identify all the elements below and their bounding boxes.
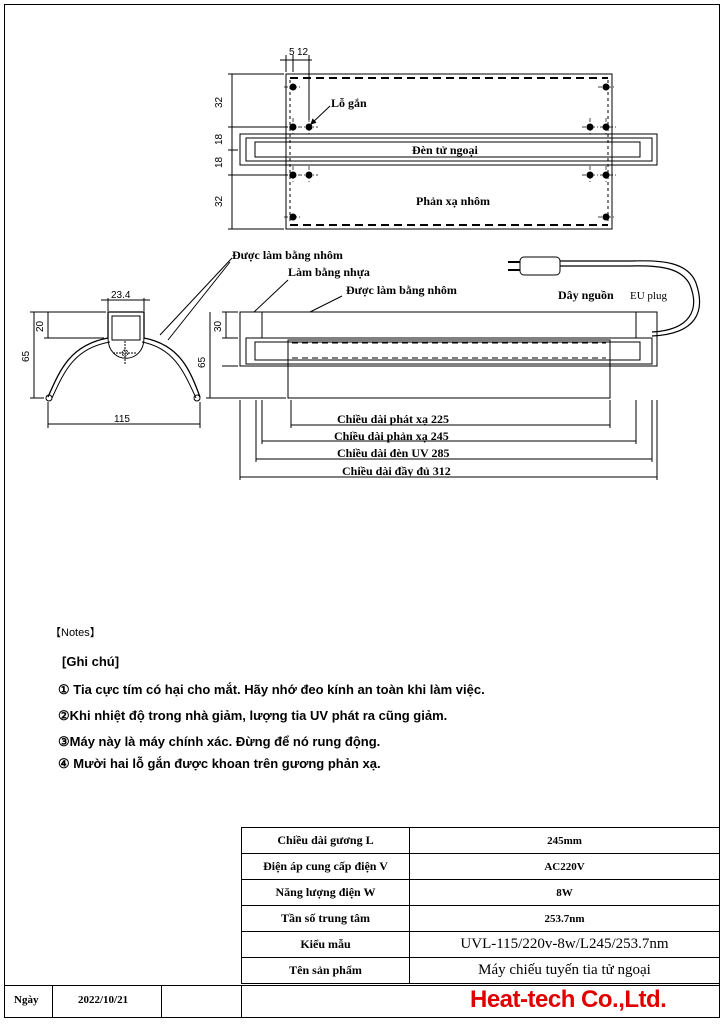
spec-table: Chiều dài gương L 245mm Điện áp cung cấp… <box>241 827 720 984</box>
note-item-1: ① Tia cực tím có hại cho mắt. Hãy nhớ đe… <box>58 682 485 697</box>
spec-value: 245mm <box>409 827 720 854</box>
label-plastic: Làm bằng nhựa <box>288 265 370 279</box>
len-total: Chiều dài đầy đủ 312 <box>342 464 451 478</box>
end-view <box>30 257 233 428</box>
spec-value: 8W <box>409 879 720 906</box>
side-view <box>206 256 701 480</box>
spec-label: Chiều dài gương L <box>241 827 410 854</box>
footer-divider <box>241 985 242 1018</box>
spec-value: Máy chiếu tuyến tia tử ngoại <box>409 957 720 984</box>
footer-divider <box>52 985 53 1018</box>
label-uv-lamp: Đèn tử ngoại <box>412 143 479 157</box>
dim-20: 20 <box>35 320 46 332</box>
spec-label: Kiểu mẫu <box>241 931 410 958</box>
spec-value: UVL-115/220v-8w/L245/253.7nm <box>409 931 720 958</box>
technical-drawing: 5 12 32 18 18 32 Lỗ gắn Đèn tử ngoại Phả… <box>21 47 701 480</box>
spec-row: Điện áp cung cấp điện V AC220V <box>241 853 720 880</box>
spec-row: Năng lượng điện W 8W <box>241 879 720 906</box>
len-emit: Chiều dài phát xạ 225 <box>337 412 449 426</box>
spec-row: Tần số trung tâm 253.7nm <box>241 905 720 932</box>
footer-divider <box>161 985 162 1018</box>
dim-23-4: 23.4 <box>111 290 131 301</box>
spec-label: Điện áp cung cấp điện V <box>241 853 410 880</box>
note-item-3: ③Máy này là máy chính xác. Đừng để nó ru… <box>58 734 381 749</box>
drawing-frame <box>4 4 720 1018</box>
label-power-cord: Dây nguồn <box>558 288 614 302</box>
dim-18a: 18 <box>214 133 225 145</box>
label-aluminium-1: Được làm bằng nhôm <box>232 248 343 262</box>
len-reflector: Chiều dài phản xạ 245 <box>334 429 449 443</box>
spec-row: Kiểu mẫu UVL-115/220v-8w/L245/253.7nm <box>241 931 720 958</box>
label-reflector: Phản xạ nhôm <box>416 194 490 208</box>
dim-5: 5 <box>289 47 295 58</box>
label-mount-hole: Lỗ gắn <box>331 96 367 110</box>
note-item-4: ④ Mười hai lỗ gắn được khoan trên gương … <box>58 756 381 771</box>
dim-30: 30 <box>213 320 224 332</box>
notes-title: [Ghi chú] <box>62 654 120 669</box>
note-item-2: ②Khi nhiệt độ trong nhà giảm, lượng tia … <box>58 708 448 723</box>
company-name: Heat-tech Co.,Ltd. <box>470 986 667 1013</box>
footer-divider <box>4 985 720 986</box>
spec-label: Năng lượng điện W <box>241 879 410 906</box>
dim-18b: 18 <box>214 156 225 168</box>
dim-65-left: 65 <box>21 350 32 362</box>
spec-value: AC220V <box>409 853 720 880</box>
lamp-body <box>239 133 658 166</box>
dim-115: 115 <box>114 414 130 425</box>
spec-value: 253.7nm <box>409 905 720 932</box>
dim-12: 12 <box>297 47 309 58</box>
date-label: Ngày <box>14 994 39 1006</box>
date-value: 2022/10/21 <box>78 994 129 1006</box>
len-lamp: Chiều dài đèn UV 285 <box>337 446 449 460</box>
spec-label: Tên sản phẩm <box>241 957 410 984</box>
spec-label: Tần số trung tâm <box>241 905 410 932</box>
dim-32a: 32 <box>214 96 225 108</box>
notes-header: 【Notes】 <box>50 627 101 639</box>
spec-row: Chiều dài gương L 245mm <box>241 827 720 854</box>
dim-65-right: 65 <box>197 356 208 368</box>
label-aluminium-2: Được làm bằng nhôm <box>346 283 457 297</box>
label-eu-plug: EU plug <box>630 290 667 302</box>
top-view <box>228 55 658 230</box>
dim-32b: 32 <box>214 195 225 207</box>
spec-row: Tên sản phẩm Máy chiếu tuyến tia tử ngoạ… <box>241 957 720 984</box>
reflector-outline <box>285 73 613 230</box>
